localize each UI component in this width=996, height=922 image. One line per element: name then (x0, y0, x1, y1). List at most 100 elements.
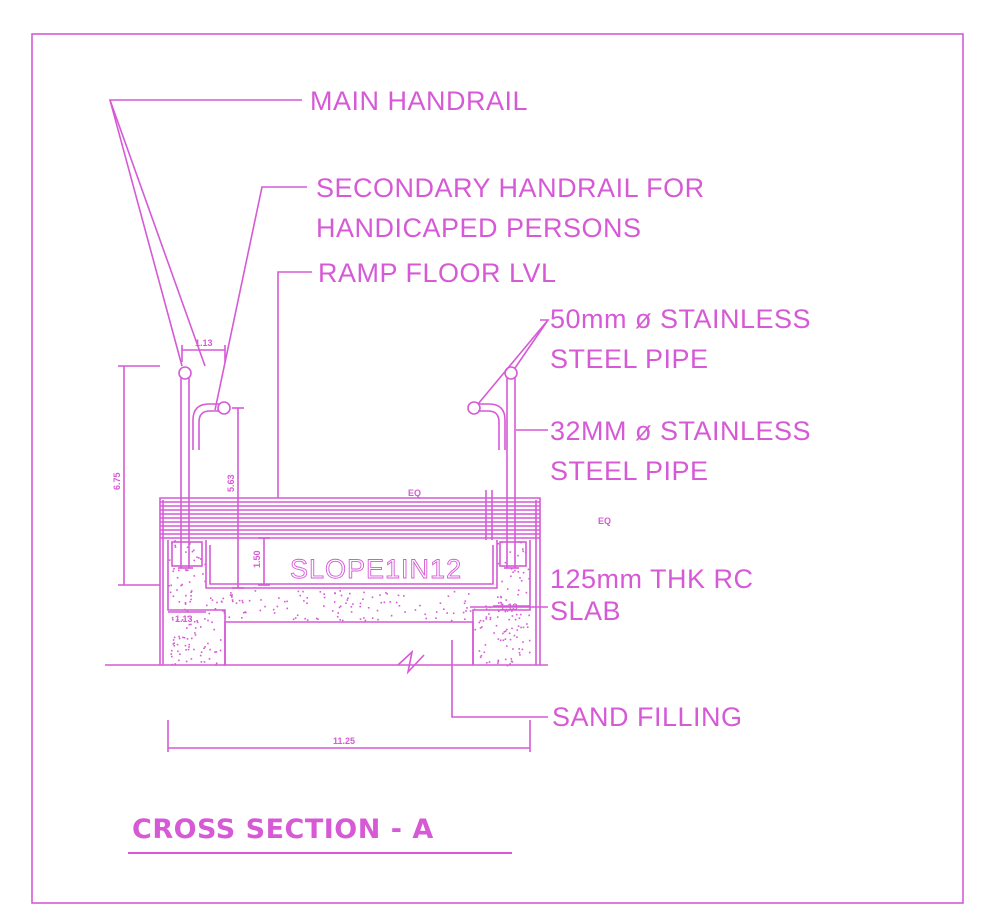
hatch-dot (425, 617, 427, 620)
hatch-dot (478, 650, 481, 652)
hatch-dot (526, 626, 529, 628)
hatch-dot (186, 610, 189, 612)
leader-secondary (214, 186, 307, 411)
hatch-dot (173, 642, 175, 644)
hatch-dot (189, 543, 191, 545)
hatch-dot (286, 600, 288, 603)
hatch-dot (338, 606, 341, 609)
hatch-dot (385, 591, 387, 594)
hatch-dot (485, 605, 487, 607)
hatch-dot (478, 621, 481, 624)
label-ramp-floor: RAMP FLOOR LVL (318, 258, 557, 288)
hatch-dot (446, 612, 448, 614)
hatch-dot (297, 590, 300, 593)
hatch-dot (334, 592, 336, 595)
hatch-dot (173, 568, 175, 570)
hatch-dot (497, 638, 500, 640)
hatch-dot (367, 607, 370, 609)
leader-pipe50 (514, 319, 550, 369)
hatch-dot (181, 583, 183, 586)
hatch-dot (528, 614, 530, 617)
hatch-dot (169, 591, 172, 594)
hatch-dot (517, 571, 520, 573)
hatch-dot (178, 601, 181, 603)
hatch-dot (235, 602, 238, 604)
hatch-dot (516, 629, 519, 631)
hatch-dot (379, 594, 381, 596)
hatch-dot (223, 610, 226, 612)
hatch-dot (222, 610, 224, 612)
hatch-dot (485, 616, 488, 618)
hatch-dot (176, 589, 178, 591)
dim-11-25: 11.25 (333, 736, 355, 746)
hatch-dot (337, 612, 339, 614)
hatch-dot (526, 623, 528, 625)
main-handrail-right (504, 366, 519, 569)
hatch-dot (219, 649, 222, 652)
hatch-dot (183, 608, 186, 611)
hatch-dot (508, 618, 510, 621)
hatch-dot (339, 619, 341, 621)
hatch-dot (177, 650, 179, 653)
hatch-dot (194, 632, 196, 634)
hatch-dot (518, 652, 521, 654)
hatch-dot (497, 596, 499, 598)
hatch-dot (223, 664, 226, 666)
hatch-dot (176, 619, 179, 621)
hatch-dot (479, 656, 482, 659)
hatch-dot (481, 626, 483, 628)
hatch-dot (223, 612, 226, 614)
sand-core (224, 621, 474, 665)
hatch-dot (435, 611, 438, 613)
hatch-dot (215, 662, 218, 665)
hatch-dot (188, 646, 190, 648)
hatch-dot (403, 595, 405, 597)
hatch-dot (204, 646, 206, 648)
hatch-dot (383, 601, 386, 604)
hatch-dot (518, 648, 520, 650)
hatch-dot (284, 600, 286, 603)
hatch-dot (528, 651, 531, 654)
hatch-dot (204, 618, 206, 620)
hatch-dot (346, 599, 349, 601)
hatch-dot (244, 611, 246, 613)
hatch-dot (238, 599, 241, 602)
hatch-dot (450, 619, 453, 622)
hatch-dot (518, 617, 521, 619)
hatch-dot (242, 601, 244, 604)
hatch-dot (196, 621, 199, 624)
hatch-dot (172, 618, 174, 621)
hatch-dot (178, 637, 181, 640)
hatch-dot (207, 619, 209, 622)
hatch-dot (485, 608, 488, 610)
hatch-dot (340, 594, 343, 597)
hatch-dot (514, 618, 517, 621)
hatch-dot (204, 563, 206, 566)
hatch-dot (350, 611, 353, 613)
hatch-dot (509, 663, 511, 665)
hatch-dot (174, 544, 176, 547)
hatch-dot (190, 623, 192, 626)
hatch-dot (511, 627, 513, 630)
hatch-dot (497, 660, 500, 663)
hatch-dot (171, 649, 173, 652)
hatch-dot (215, 664, 217, 666)
hatch-dot (190, 658, 193, 660)
hatch-dot (497, 562, 500, 565)
hatch-dot (364, 619, 367, 622)
hatch-dot (377, 618, 379, 621)
hatch-dot (398, 605, 401, 607)
hatch-dot (424, 613, 426, 616)
hatch-dot (173, 645, 176, 647)
hatch-dot (203, 661, 206, 663)
leader-sand (451, 640, 548, 718)
hatch-dot (211, 599, 214, 601)
hatch-dot (190, 590, 193, 592)
hatch-dot (213, 628, 215, 631)
hatch-dot (404, 611, 406, 613)
hatch-dot (463, 602, 466, 605)
label-main-handrail: MAIN HANDRAIL (310, 86, 528, 116)
hatch-dot (172, 639, 175, 641)
hatch-dot (520, 626, 522, 629)
hatch-dot (171, 542, 173, 545)
